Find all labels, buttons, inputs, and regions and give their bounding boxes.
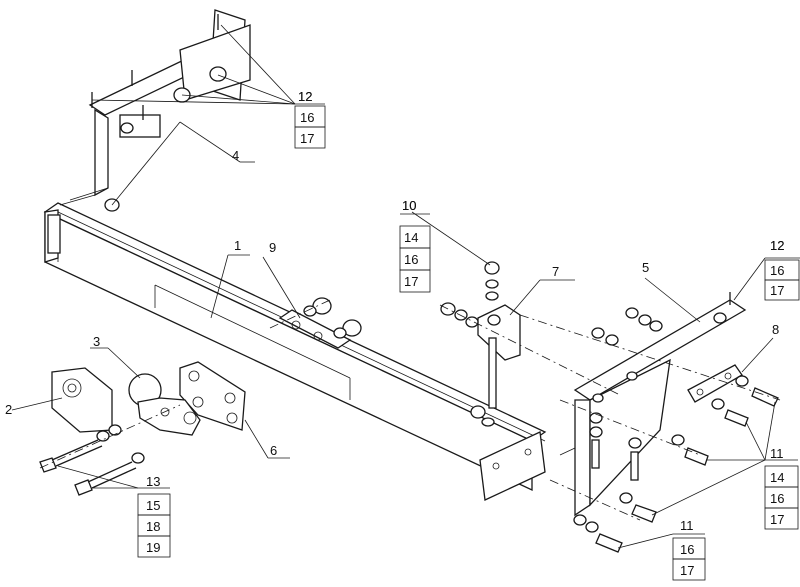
center-fasteners [439,302,621,396]
table-right-1: 16 [770,263,784,278]
left-side-bracket [59,9,251,212]
center-bracket [470,261,521,427]
table-right-0: 12 [770,238,784,253]
callout-9: 9 [269,240,276,255]
table-left-3: 19 [146,540,160,555]
callout-6: 6 [270,443,277,458]
table-side-1: 14 [770,470,784,485]
callout-4: 4 [232,148,239,163]
table-left-0: 13 [146,474,160,489]
label-table-left: 13 15 18 19 [137,474,171,558]
callout-10: 10 [402,198,416,213]
callout-5: 5 [642,260,649,275]
reinforcement-plate-8 [687,364,743,403]
table-bottom-0: 11 [680,518,694,533]
callout-1: 1 [234,238,241,253]
reinforcement-plate-9 [269,297,362,349]
table-mid-3: 17 [404,274,418,289]
right-end-plate [479,431,546,501]
label-table-top: 12 16 17 [294,89,326,149]
callout-12-right: 12 [770,238,784,253]
leader-lines [11,24,776,549]
callout-3: 3 [93,334,100,349]
right-bolt-set [519,307,781,553]
callout-8: 8 [772,322,779,337]
label-table-right: 12 16 17 [764,238,800,301]
table-left-1: 15 [146,498,160,513]
left-bolt-set [39,404,181,496]
table-side-2: 16 [770,491,784,506]
table-top-1: 16 [300,110,314,125]
table-side-0: 11 [770,446,784,461]
table-mid-0: 10 [402,198,416,213]
table-top-2: 17 [300,131,314,146]
left-end-bracket [44,209,61,263]
label-table-bottom: 11 16 17 [672,518,706,581]
mounting-plate-6 [179,361,246,431]
right-side-bracket [559,292,747,517]
table-mid-1: 14 [404,230,418,245]
table-top-0: 12 [298,89,312,104]
table-side-3: 17 [770,512,784,527]
table-mid-2: 16 [404,252,418,267]
table-right-2: 17 [770,283,784,298]
callout-12-top: 12 [298,89,312,104]
table-left-2: 18 [146,519,160,534]
table-bottom-1: 16 [680,542,694,557]
tow-ball-3 [128,373,201,436]
label-table-mid: 10 14 16 17 [399,198,431,293]
table-bottom-2: 17 [680,563,694,578]
label-table-side: 11 14 16 17 [764,446,799,530]
callout-2: 2 [5,402,12,417]
main-cross-beam [43,202,547,492]
callout-labels: 1 2 3 4 5 6 7 8 9 10 12 12 [5,89,784,458]
callout-7: 7 [552,264,559,279]
socket-plate-2 [51,367,113,433]
